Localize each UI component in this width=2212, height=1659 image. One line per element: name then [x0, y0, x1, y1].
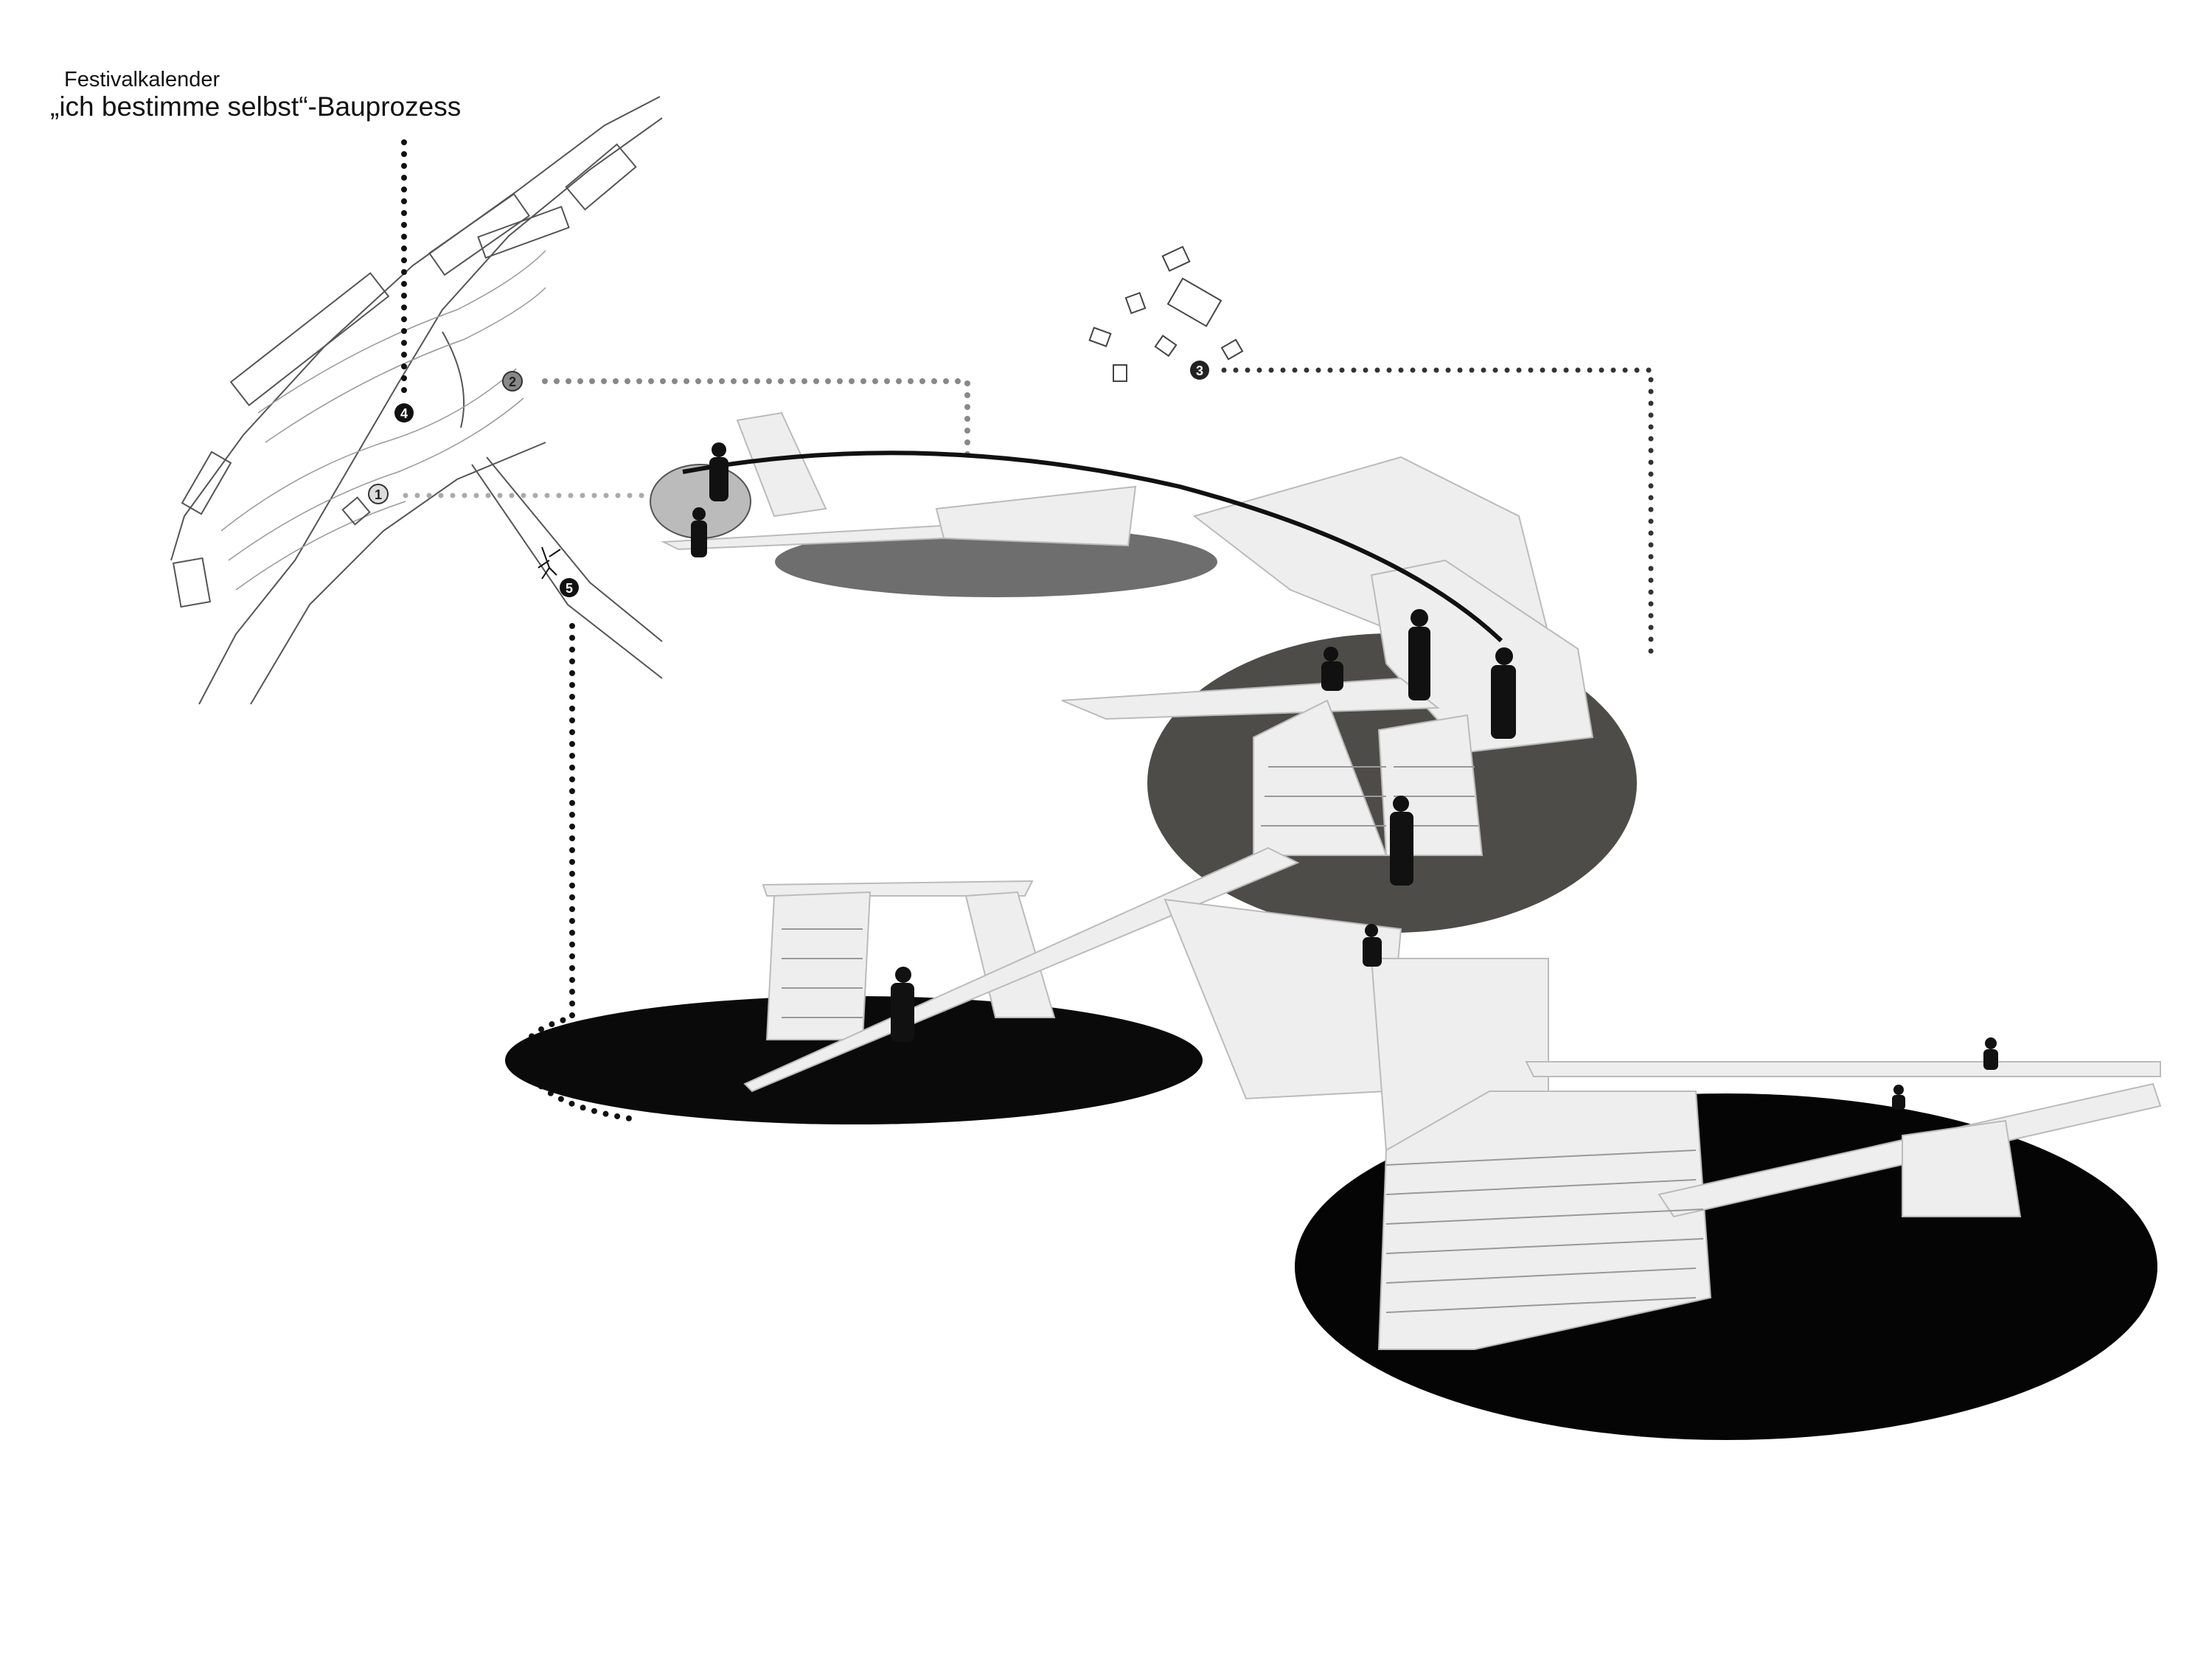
- person-icon: [709, 442, 728, 501]
- marker-5: 5: [560, 578, 579, 597]
- svg-text:1: 1: [375, 487, 382, 502]
- connection-arc: [682, 451, 1503, 643]
- diagram-title: „ich bestimme selbst“-Bauprozess: [50, 91, 462, 122]
- person-icon: [1892, 1085, 1905, 1110]
- model-structures: [661, 411, 2162, 1350]
- svg-text:4: 4: [400, 406, 408, 421]
- marker-2: 2: [502, 371, 523, 392]
- diagram-subtitle: Festivalkalender: [64, 68, 220, 91]
- person-icon: [1363, 924, 1382, 967]
- person-silhouettes: [691, 442, 1998, 1110]
- person-icon: [1491, 647, 1516, 739]
- person-icon: [691, 507, 707, 557]
- platform-black-left: [505, 996, 1203, 1124]
- svg-text:3: 3: [1196, 364, 1203, 378]
- tree-icon: [538, 546, 561, 580]
- site-plan: [170, 96, 663, 705]
- svg-text:2: 2: [509, 375, 516, 389]
- person-icon: [891, 967, 914, 1042]
- person-icon: [1408, 609, 1430, 700]
- marker-1: 1: [368, 484, 389, 504]
- svg-text:5: 5: [566, 581, 573, 596]
- person-icon: [1983, 1037, 1998, 1070]
- person-icon: [1321, 647, 1343, 691]
- person-icon: [1390, 796, 1413, 886]
- marker-3: 3: [1190, 361, 1209, 380]
- building-footprints: [1088, 246, 1244, 382]
- marker-4: 4: [394, 403, 414, 422]
- structure-hatching: [782, 766, 1704, 1313]
- leader-lines: [401, 139, 1654, 1123]
